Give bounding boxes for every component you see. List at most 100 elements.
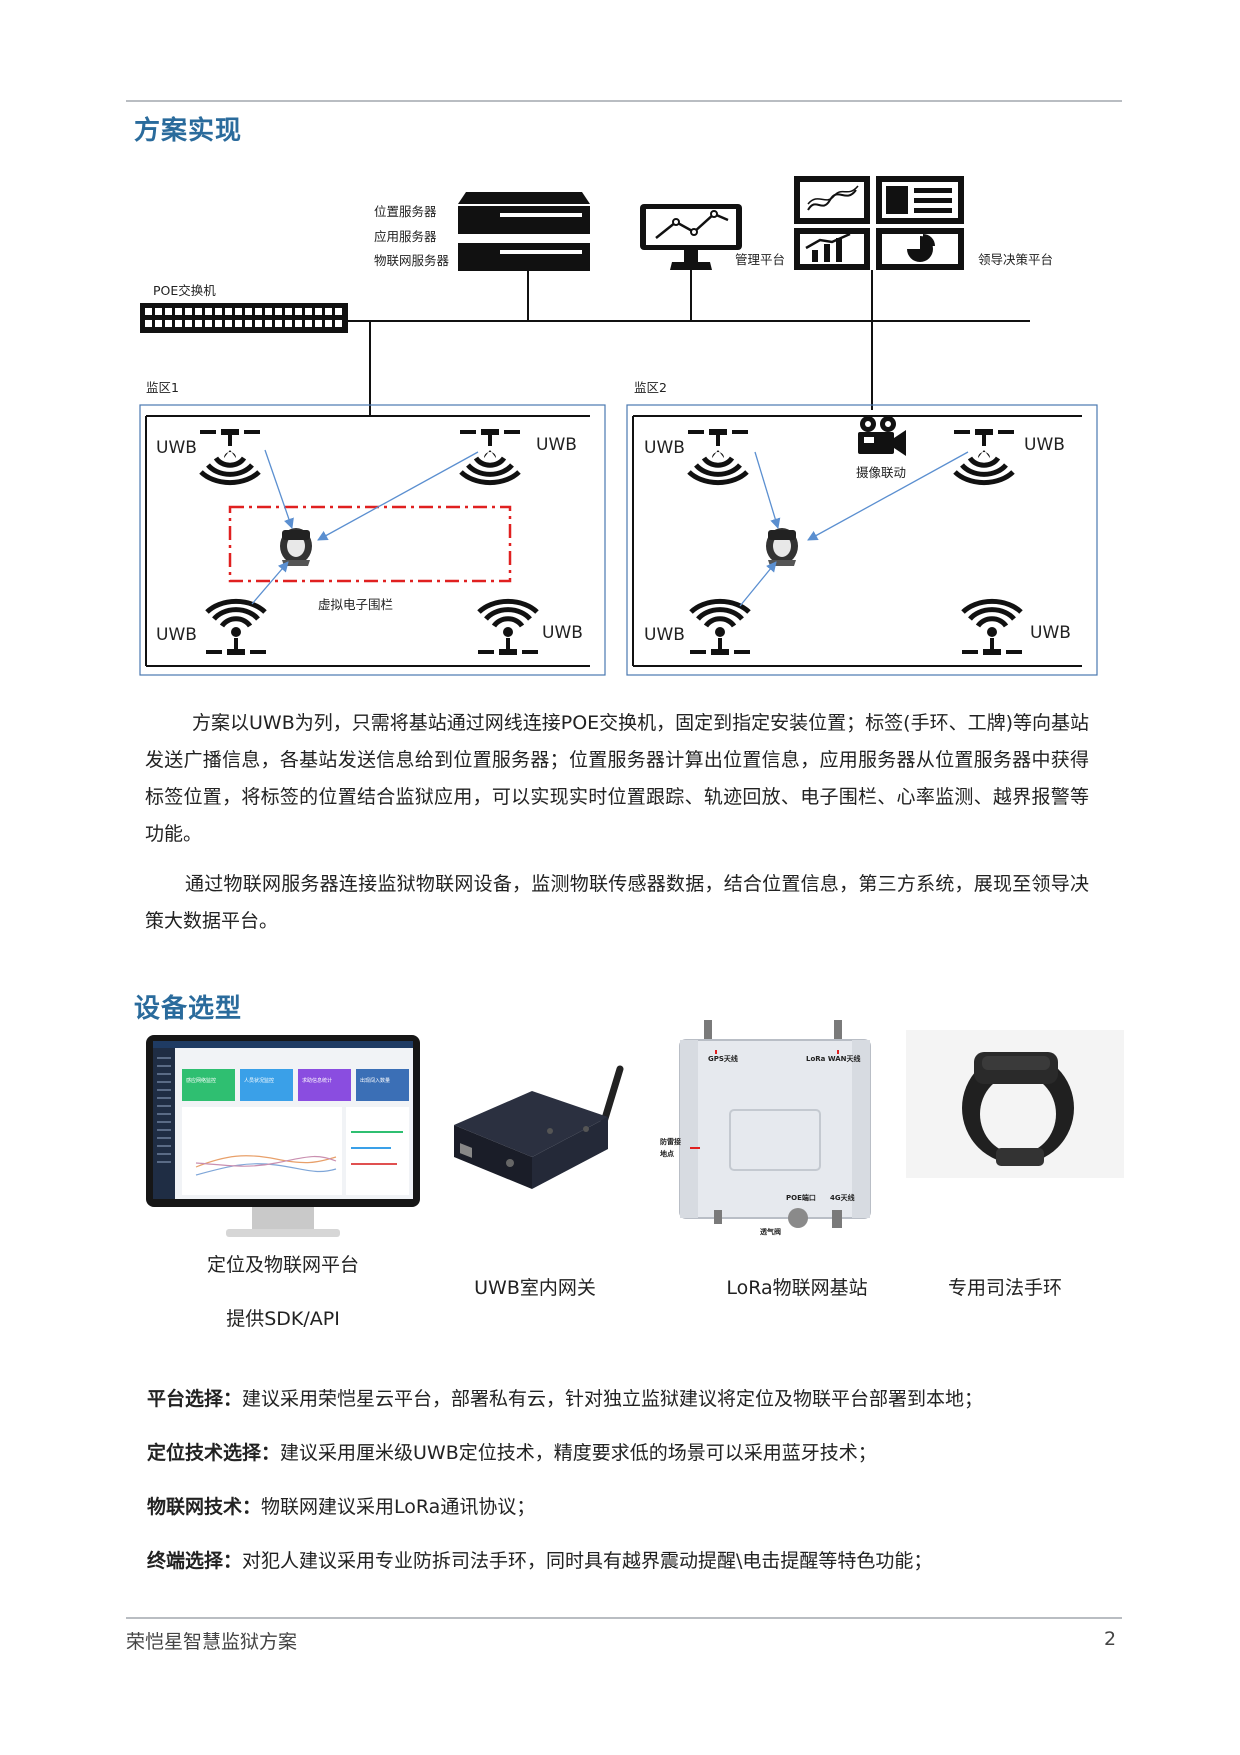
uwb-anchor-icon — [962, 601, 1022, 655]
server-label-application: 应用服务器 — [374, 229, 437, 244]
uwb-label: UWB — [1030, 623, 1071, 643]
recommendation-iot: 物联网技术：物联网建议采用LoRa通讯协议； — [147, 1496, 536, 1518]
zone2-label: 监区2 — [634, 380, 667, 395]
switch-port — [235, 320, 242, 327]
footer-title: 荣恺星智慧监狱方案 — [126, 1631, 298, 1653]
switch-port — [245, 320, 252, 327]
switch-port — [335, 308, 342, 315]
switch-port — [305, 320, 312, 327]
server-label-location: 位置服务器 — [374, 204, 437, 219]
switch-port — [315, 308, 322, 315]
section-title-solution: 方案实现 — [134, 116, 243, 146]
switch-port — [315, 320, 322, 327]
card-label: 人员状况监控 — [244, 1077, 274, 1084]
switch-port — [285, 320, 292, 327]
switch-port — [215, 308, 222, 315]
decision-label: 领导决策平台 — [978, 252, 1053, 267]
lora-base-station-image: GPS天线 LoRa WAN天线 防雷接 地点 POE端口 4G天线 透气阀 — [656, 1020, 880, 1238]
switch-port — [325, 308, 332, 315]
switch-port — [225, 320, 232, 327]
switch-port — [165, 320, 172, 327]
uwb-gateway-image — [440, 1065, 630, 1205]
ground-label: 防雷接 — [660, 1137, 681, 1146]
switch-port — [265, 308, 272, 315]
ground-label-2: 地点 — [660, 1149, 674, 1158]
switch-port — [275, 320, 282, 327]
card-label: 出现闯入数量 — [360, 1077, 390, 1084]
switch-port — [255, 320, 262, 327]
recommendation-terminal: 终端选择：对犯人建议采用专业防拆司法手环，同时具有越界震动提醒\电击提醒等特色功… — [147, 1550, 933, 1572]
wristband-tag-icon — [766, 528, 798, 566]
device-caption-lora: LoRa物联网基站 — [726, 1277, 868, 1299]
uwb-label: UWB — [156, 438, 197, 458]
switch-port — [325, 320, 332, 327]
device-caption-gateway: UWB室内网关 — [474, 1277, 596, 1299]
wristband-image — [906, 1030, 1124, 1178]
zone1-box — [139, 404, 606, 676]
switch-port — [225, 308, 232, 315]
camera-label: 摄像联动 — [856, 465, 906, 480]
recommendation-positioning: 定位技术选择：建议采用厘米级UWB定位技术，精度要求低的场景可以采用蓝牙技术； — [147, 1442, 877, 1464]
header-rule — [126, 100, 1122, 102]
uwb-anchor-icon — [690, 601, 750, 655]
server-label-iot: 物联网服务器 — [374, 253, 450, 268]
uwb-label: UWB — [156, 625, 197, 645]
uwb-label: UWB — [536, 435, 577, 455]
page-number: 2 — [1104, 1628, 1117, 1650]
switch-label: POE交换机 — [153, 283, 216, 298]
switch-port — [295, 308, 302, 315]
switch-port — [285, 308, 292, 315]
dashboard-icon — [794, 176, 964, 270]
switch-port — [235, 308, 242, 315]
zone1-label: 监区1 — [146, 380, 179, 395]
uwb-label: UWB — [542, 623, 583, 643]
gps-antenna-label: GPS天线 — [708, 1054, 738, 1063]
switch-port — [145, 320, 152, 327]
switch-port — [255, 308, 262, 315]
vent-label: 透气阀 — [760, 1227, 781, 1236]
virtual-fence — [228, 505, 512, 583]
switch-port — [305, 308, 312, 315]
device-caption-platform: 定位及物联网平台 — [206, 1254, 359, 1276]
card-label: 感应网络监控 — [186, 1077, 216, 1084]
switch-port — [295, 320, 302, 327]
recommendation-platform: 平台选择：建议采用荣恺星云平台，部署私有云，针对独立监狱建议将定位及物联平台部署… — [147, 1388, 984, 1410]
switch-port — [215, 320, 222, 327]
uwb-anchor-icon — [200, 429, 260, 483]
switch-port — [185, 320, 192, 327]
switch-port — [335, 320, 342, 327]
switch-port — [155, 320, 162, 327]
monitor-icon — [640, 204, 742, 270]
switch-port — [195, 320, 202, 327]
switch-port — [205, 320, 212, 327]
switch-port — [205, 308, 212, 315]
section-title-devices: 设备选型 — [134, 994, 243, 1024]
fence-label: 虚拟电子围栏 — [318, 597, 393, 612]
server-icon — [356, 192, 590, 271]
switch-port — [195, 308, 202, 315]
wristband-tag-icon — [280, 528, 312, 566]
zone2-box — [626, 404, 1098, 676]
camera-icon — [858, 416, 906, 456]
system-diagram: 位置服务器 应用服务器 物联网服务器 管理平台 领导决策平台 — [139, 176, 1098, 676]
uwb-anchor-icon — [954, 429, 1014, 483]
uwb-anchor-icon — [478, 601, 538, 655]
switch-port — [155, 308, 162, 315]
poe-port-label: POE端口 — [786, 1193, 816, 1202]
uwb-anchor-icon — [206, 601, 266, 655]
switch-port — [265, 320, 272, 327]
switch-port — [185, 308, 192, 315]
paragraph-2: 通过物联网服务器连接监狱物联网设备，监测物联传感器数据，结合位置信息，第三方系统… — [145, 873, 1089, 932]
platform-screen-image: 感应网络监控 人员状况监控 求助信息统计 出现闯入数量 — [146, 1035, 420, 1240]
footer-rule — [126, 1617, 1122, 1619]
paragraph-1: 方案以UWB为列，只需将基站通过网线连接POE交换机，固定到指定安装位置；标签(… — [145, 712, 1089, 845]
card-label: 求助信息统计 — [302, 1077, 332, 1084]
switch-port — [145, 308, 152, 315]
switch-port — [175, 320, 182, 327]
uwb-anchor-icon — [460, 429, 520, 483]
switch-port — [275, 308, 282, 315]
device-caption-platform-sdk: 提供SDK/API — [226, 1308, 340, 1330]
uwb-label: UWB — [644, 438, 685, 458]
device-caption-wristband: 专用司法手环 — [947, 1277, 1062, 1299]
switch-port — [175, 308, 182, 315]
